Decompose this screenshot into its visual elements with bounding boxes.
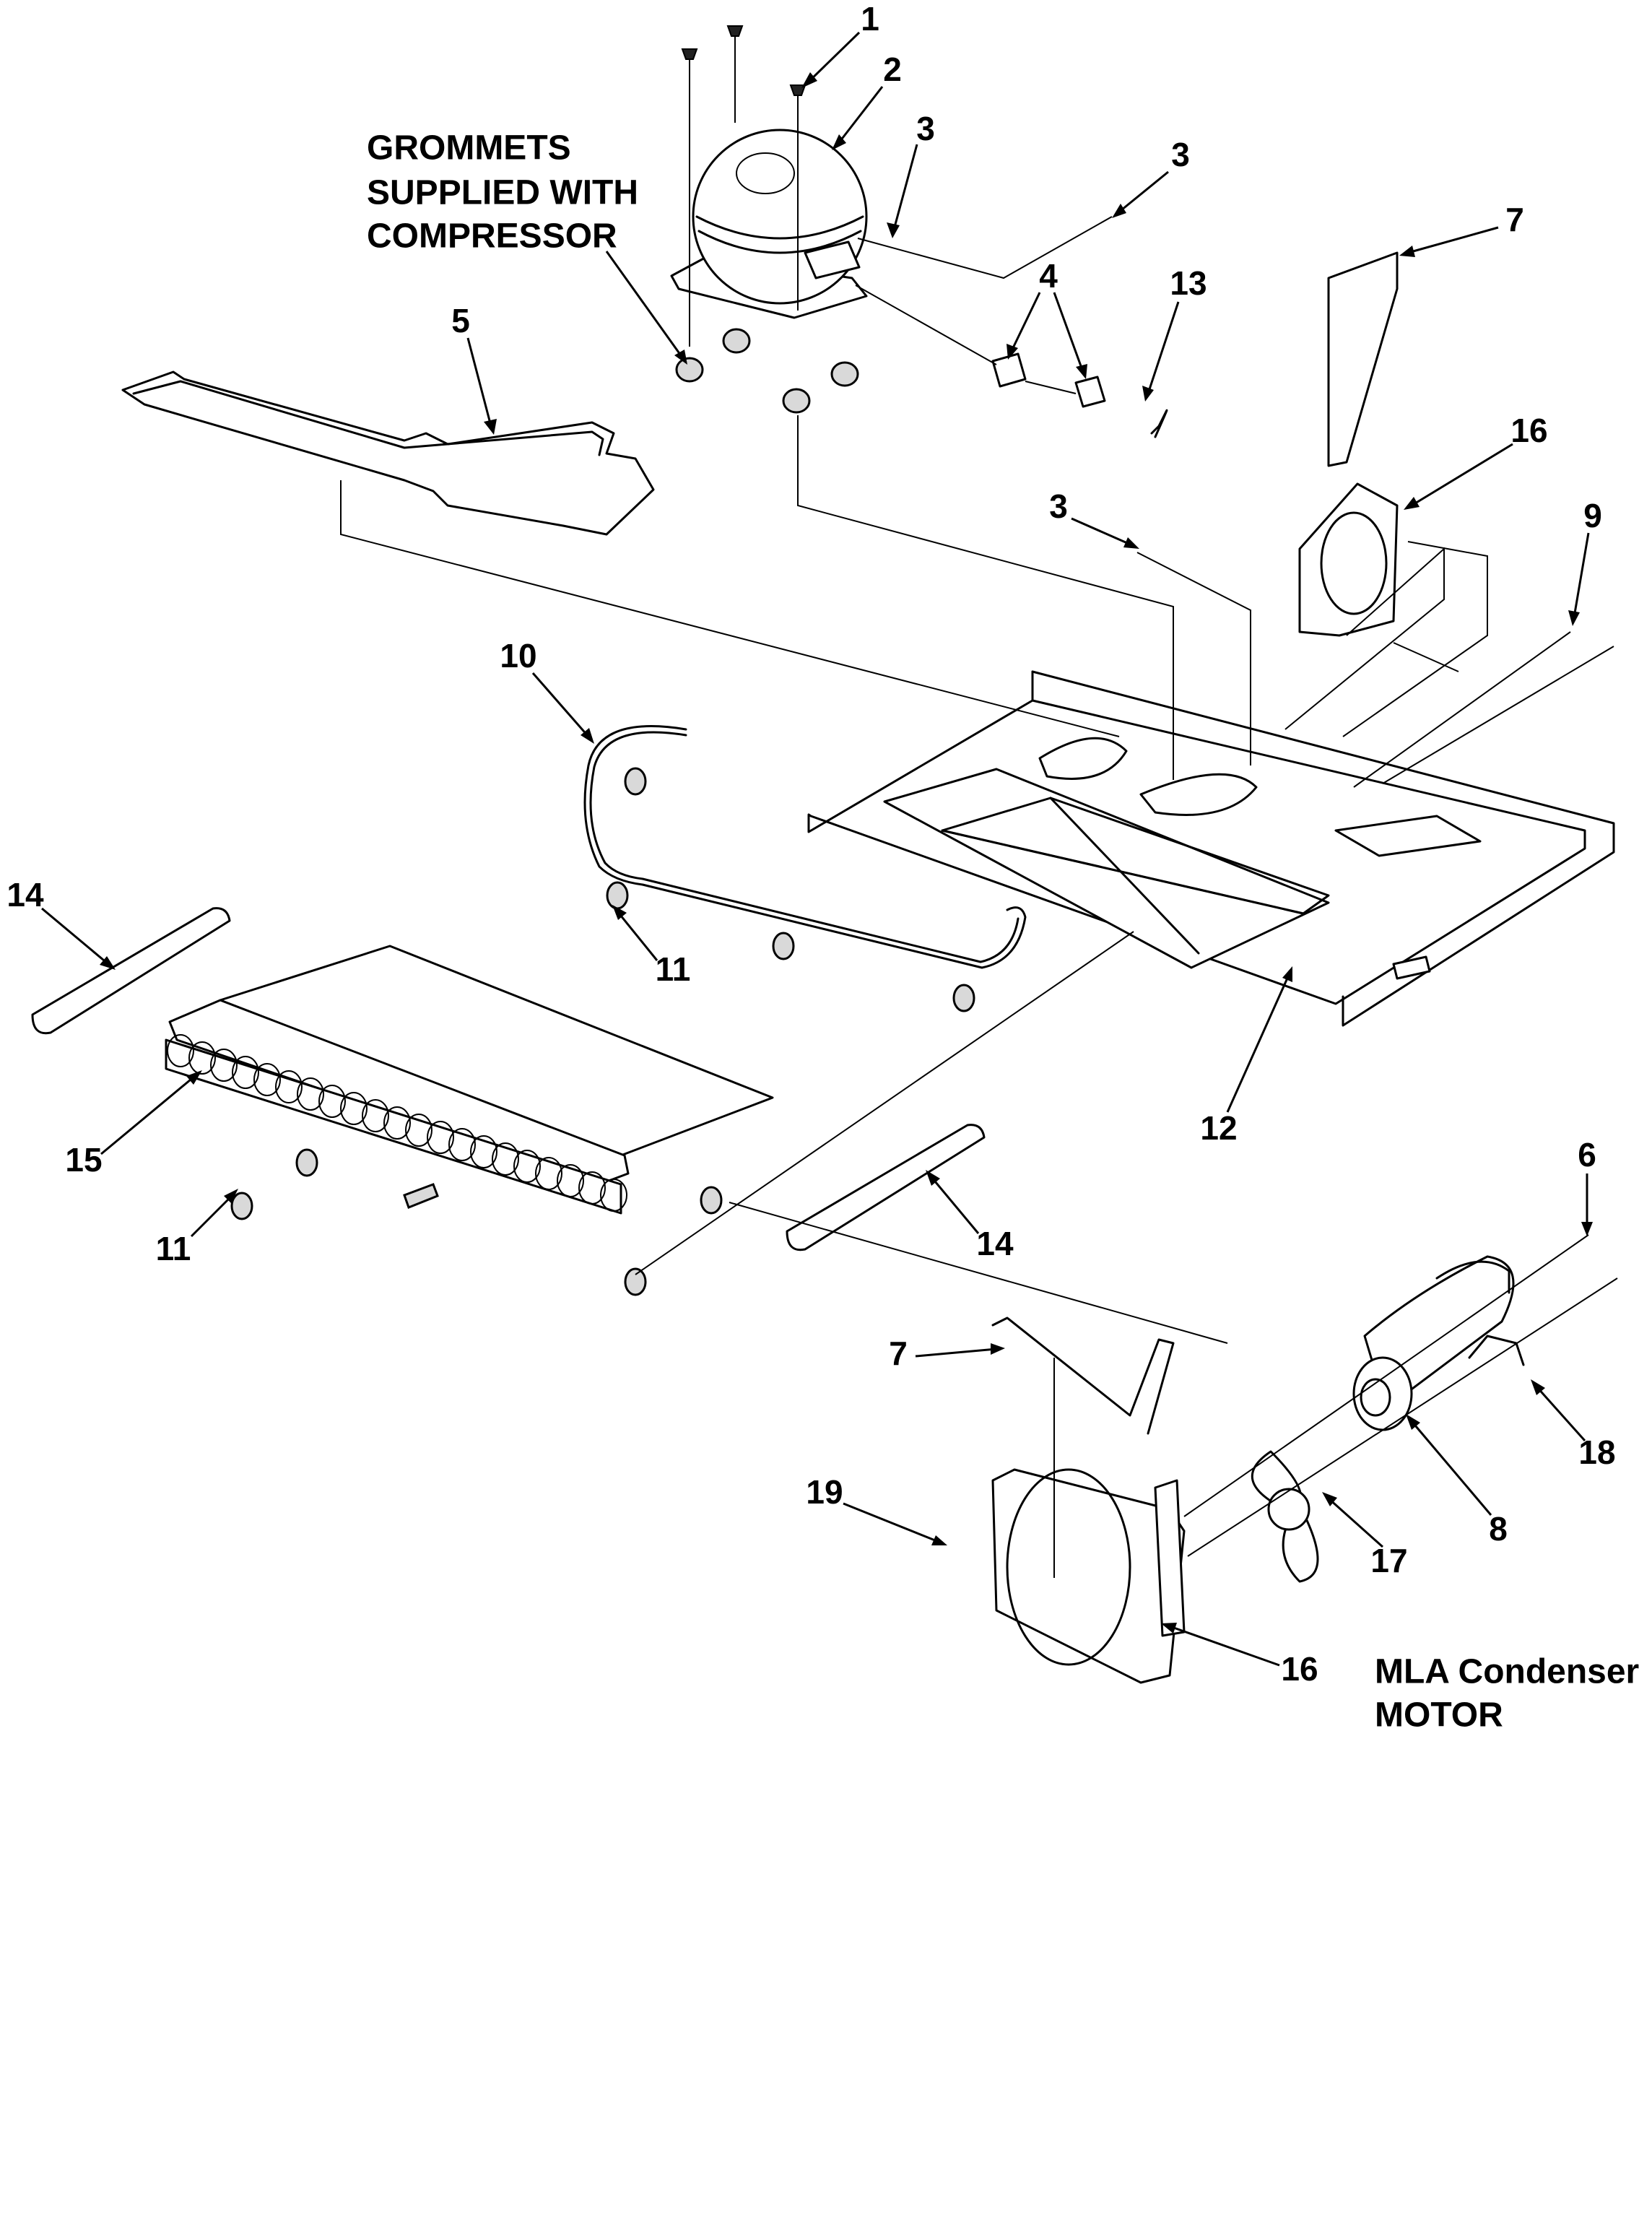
svg-text:3: 3 (1049, 487, 1068, 525)
grommets-note-line-3: COMPRESSOR (367, 217, 617, 256)
svg-text:17: 17 (1370, 1542, 1407, 1579)
svg-text:10: 10 (500, 637, 536, 674)
rail-right (786, 1124, 986, 1251)
motor-note: MLA Condenser MOTOR (1375, 1653, 1639, 1735)
rail-left (31, 907, 231, 1035)
svg-text:11: 11 (156, 1230, 191, 1267)
coil-loops (167, 1034, 627, 1212)
svg-text:19: 19 (806, 1473, 843, 1511)
svg-text:3: 3 (916, 110, 935, 147)
svg-text:4: 4 (1039, 257, 1058, 295)
grommets-note-line-1: GROMMETS (367, 129, 571, 168)
callout-15: 15 (65, 1070, 202, 1179)
callout-3-a: 3 (887, 110, 935, 238)
callout-11-a: 11 (612, 905, 690, 988)
wire-clip (1150, 409, 1168, 438)
svg-text:15: 15 (65, 1141, 102, 1179)
condenser-coil (165, 945, 774, 1296)
svg-text:16: 16 (1281, 1650, 1318, 1688)
svg-text:16: 16 (1510, 412, 1547, 449)
fan-motor (1352, 1255, 1515, 1431)
svg-text:8: 8 (1489, 1510, 1508, 1548)
callout-7-b: 7 (889, 1335, 1005, 1372)
callout-3-b: 3 (1112, 136, 1190, 218)
callout-18: 18 (1531, 1379, 1616, 1471)
callout-6: 6 (1578, 1136, 1596, 1236)
shroud-lower (991, 1316, 1186, 1684)
callout-1: 1 (801, 0, 879, 88)
base-pan (807, 670, 1615, 1027)
svg-text:2: 2 (883, 51, 902, 88)
svg-text:11: 11 (656, 950, 691, 988)
callout-9: 9 (1568, 497, 1602, 626)
svg-text:14: 14 (6, 876, 44, 914)
svg-text:6: 6 (1578, 1136, 1596, 1173)
grommets-note: GROMMETS SUPPLIED WITH COMPRESSOR (367, 129, 638, 256)
motor-note-line-1: MLA Condenser (1375, 1653, 1639, 1691)
callout-8: 8 (1406, 1414, 1508, 1548)
callout-10: 10 (500, 637, 594, 744)
drain-pan (121, 370, 655, 536)
callout-19: 19 (806, 1473, 947, 1545)
callout-7-a: 7 (1399, 201, 1524, 257)
grommet (675, 328, 859, 414)
shroud-upper (1298, 251, 1399, 637)
callout-16-b: 16 (1161, 1623, 1318, 1688)
svg-text:14: 14 (976, 1225, 1014, 1262)
callouts: 1 2 3 3 3 4 (6, 0, 1615, 1688)
callout-16-a: 16 (1404, 412, 1548, 510)
fan-blade (1251, 1450, 1319, 1583)
svg-text:12: 12 (1200, 1109, 1237, 1147)
callout-11-b: 11 (156, 1189, 238, 1267)
svg-text:5: 5 (451, 302, 470, 339)
svg-text:13: 13 (1170, 264, 1207, 302)
svg-text:9: 9 (1583, 497, 1602, 534)
compressor (670, 25, 868, 414)
motor-bracket (1435, 1260, 1525, 1366)
callout-5: 5 (451, 302, 497, 435)
condenser-tube (583, 725, 1027, 1012)
svg-text:7: 7 (1505, 201, 1524, 238)
relay-overload (855, 285, 1106, 408)
callout-14-a: 14 (6, 876, 116, 970)
callout-4: 4 (1007, 257, 1087, 379)
svg-text:3: 3 (1171, 136, 1190, 173)
callout-2: 2 (832, 51, 902, 150)
callout-12: 12 (1200, 966, 1292, 1147)
svg-text:1: 1 (861, 0, 879, 38)
callout-13: 13 (1142, 264, 1207, 402)
callout-17: 17 (1322, 1492, 1408, 1579)
connector-lines (340, 216, 1618, 1578)
callout-3-c: 3 (1049, 487, 1139, 549)
motor-note-line-2: MOTOR (1375, 1696, 1503, 1735)
grommets-leader (605, 251, 687, 365)
callout-14-b: 14 (926, 1170, 1014, 1262)
grommets-note-line-2: SUPPLIED WITH (367, 174, 638, 212)
svg-text:7: 7 (889, 1335, 908, 1372)
